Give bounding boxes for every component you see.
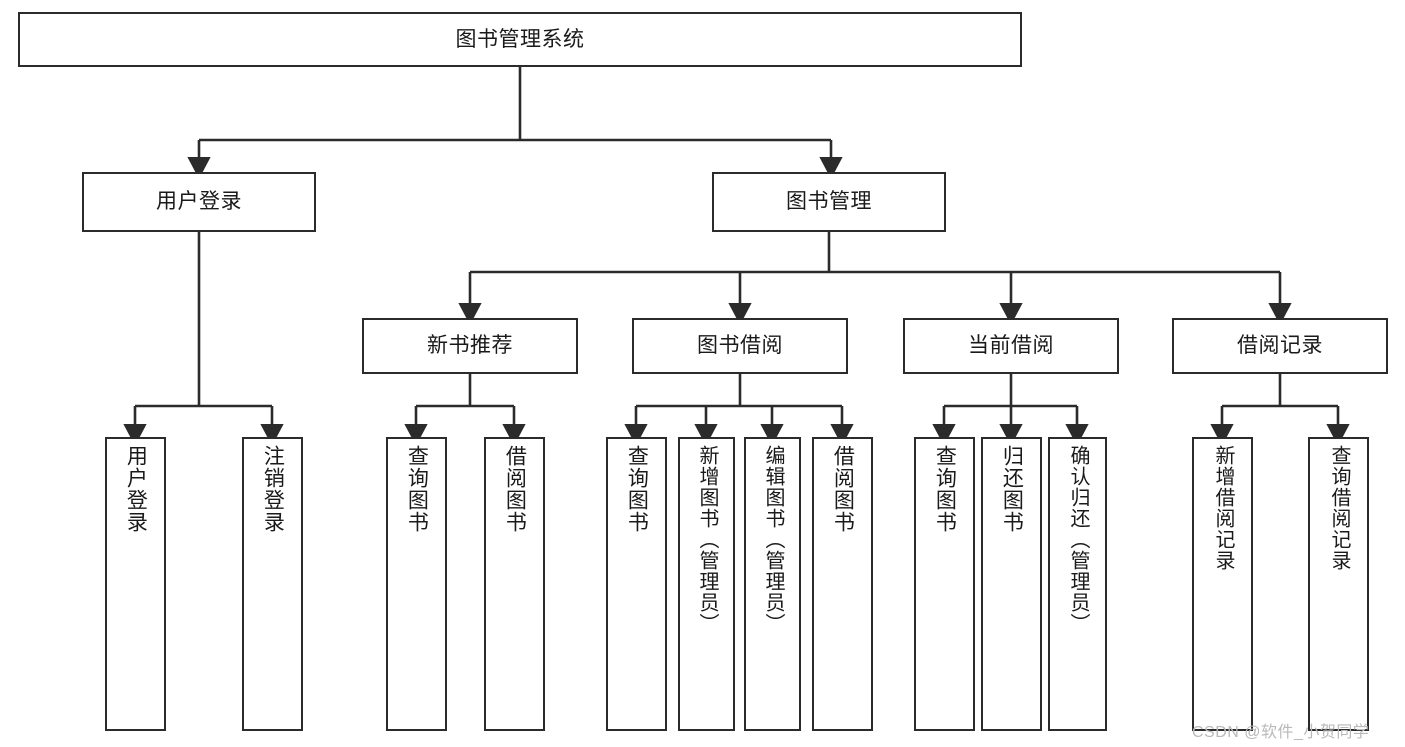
node-label: 用户登录: [156, 190, 242, 214]
node-leaf-query-borrow-record[interactable]: 查询借阅记录: [1308, 437, 1369, 731]
node-leaf-query-book-3[interactable]: 查询图书: [914, 437, 975, 731]
edge-root-to-level1: [187, 67, 843, 179]
node-label: 借阅图书: [831, 445, 855, 533]
node-label: 图书借阅: [697, 334, 783, 358]
node-label: 新书推荐: [427, 334, 513, 358]
node-leaf-query-book-2[interactable]: 查询图书: [606, 437, 667, 731]
node-label: 新增图书（管理员）: [696, 445, 718, 634]
node-label: 查询图书: [625, 445, 649, 533]
node-label: 图书管理系统: [455, 27, 585, 51]
edge-user-login-to-leaves: [123, 232, 284, 446]
node-leaf-logout-login[interactable]: 注销登录: [242, 437, 303, 731]
node-label: 查询图书: [405, 445, 429, 533]
node-leaf-edit-book-admin[interactable]: 编辑图书（管理员）: [744, 437, 801, 731]
node-label: 归还图书: [1000, 445, 1024, 533]
node-user-login[interactable]: 用户登录: [82, 172, 316, 232]
edge-book-borrow-to-leaves: [624, 374, 854, 446]
node-label: 查询借阅记录: [1328, 445, 1350, 571]
node-leaf-query-book-1[interactable]: 查询图书: [386, 437, 447, 731]
node-label: 当前借阅: [968, 334, 1054, 358]
node-borrow-record[interactable]: 借阅记录: [1172, 318, 1388, 374]
edge-current-borrow-to-leaves: [932, 374, 1089, 446]
node-label: 借阅记录: [1237, 334, 1323, 358]
node-book-manage[interactable]: 图书管理: [712, 172, 946, 232]
node-book-borrow[interactable]: 图书借阅: [632, 318, 848, 374]
node-label: 图书管理: [786, 190, 872, 214]
node-label: 用户登录: [124, 445, 148, 533]
edge-new-book-recommend-to-leaves: [404, 374, 526, 446]
node-leaf-borrow-book-1[interactable]: 借阅图书: [484, 437, 545, 731]
node-label: 查询图书: [933, 445, 957, 533]
edge-borrow-record-to-leaves: [1210, 374, 1350, 446]
node-leaf-user-login[interactable]: 用户登录: [105, 437, 166, 731]
node-label: 借阅图书: [503, 445, 527, 533]
node-leaf-add-borrow-record[interactable]: 新增借阅记录: [1192, 437, 1253, 731]
node-label: 确认归还（管理员）: [1067, 445, 1089, 634]
node-label: 新增借阅记录: [1212, 445, 1234, 571]
node-leaf-add-book-admin[interactable]: 新增图书（管理员）: [678, 437, 735, 731]
csdn-watermark: CSDN @软件_小贺同学: [1192, 724, 1370, 741]
node-root-system[interactable]: 图书管理系统: [18, 12, 1022, 67]
edge-book-manage-to-level2: [458, 232, 1292, 325]
node-new-book-recommend[interactable]: 新书推荐: [362, 318, 578, 374]
node-leaf-confirm-return-admin[interactable]: 确认归还（管理员）: [1048, 437, 1107, 731]
node-leaf-borrow-book-2[interactable]: 借阅图书: [812, 437, 873, 731]
node-leaf-return-book[interactable]: 归还图书: [981, 437, 1042, 731]
node-label: 编辑图书（管理员）: [762, 445, 784, 634]
node-label: 注销登录: [261, 445, 285, 533]
node-current-borrow[interactable]: 当前借阅: [903, 318, 1119, 374]
